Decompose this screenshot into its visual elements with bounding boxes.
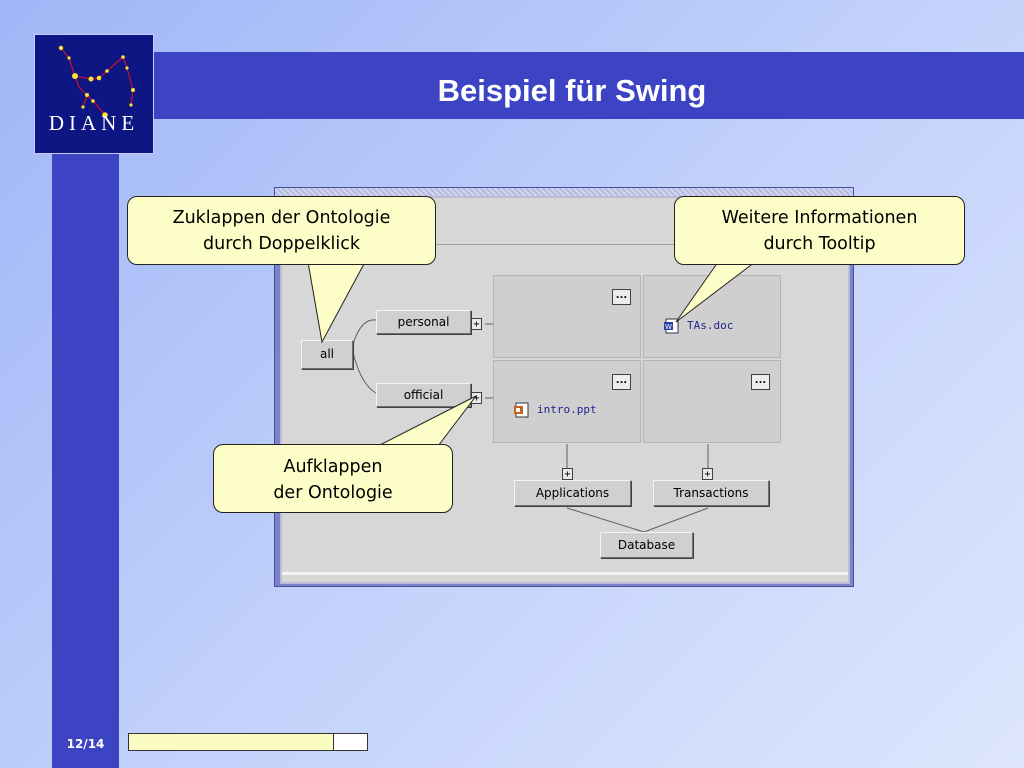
category-node-applications[interactable]: Applications: [514, 480, 631, 506]
title-bar: [52, 52, 1024, 119]
expand-transactions-button[interactable]: +: [702, 468, 713, 480]
callout-line: Weitere Informationen: [721, 208, 918, 228]
callout-line: Aufklappen: [283, 457, 383, 477]
left-accent-bar: [52, 60, 119, 768]
callout-tooltip: Weitere Informationen durch Tooltip: [674, 196, 965, 265]
callout-expand: Aufklappen der Ontologie: [213, 444, 453, 513]
more-button[interactable]: ...: [612, 374, 631, 390]
cell-personal-applications: ...: [493, 275, 641, 358]
logo-text: DIANE: [48, 111, 140, 135]
svg-text:W: W: [665, 323, 672, 331]
callout-line: Zuklappen der Ontologie: [172, 208, 391, 228]
tree-connectors: [351, 319, 709, 533]
callout-line: durch Doppelklick: [203, 234, 360, 254]
diane-logo: DIANE: [34, 34, 154, 154]
panel-bottom-edge: [282, 572, 848, 575]
page-number: 12/14: [66, 737, 105, 751]
more-button[interactable]: ...: [612, 289, 631, 305]
progress-fill: [129, 734, 334, 750]
expand-applications-button[interactable]: +: [562, 468, 573, 480]
callout-collapse: Zuklappen der Ontologie durch Doppelklic…: [127, 196, 436, 265]
tree-node-official[interactable]: official: [376, 383, 471, 407]
category-node-transactions[interactable]: Transactions: [653, 480, 769, 506]
file-label[interactable]: intro.ppt: [537, 403, 597, 416]
slide-progress-bar: [128, 733, 368, 751]
word-document-icon[interactable]: W: [664, 318, 680, 338]
constellation-icon: [58, 45, 135, 118]
more-button[interactable]: ...: [751, 374, 770, 390]
callout-line: durch Tooltip: [763, 234, 876, 254]
file-label[interactable]: TAs.doc: [687, 319, 734, 332]
expand-personal-button[interactable]: +: [471, 318, 482, 330]
powerpoint-document-icon[interactable]: [514, 402, 530, 422]
callout-line: der Ontologie: [273, 483, 393, 503]
ontology-panel: all personal + official + ... W TAs.doc …: [280, 196, 850, 584]
cell-official-transactions: ...: [643, 360, 781, 443]
tree-node-personal[interactable]: personal: [376, 310, 471, 334]
tree-node-all[interactable]: all: [301, 340, 353, 369]
cell-official-applications: ... intro.ppt: [493, 360, 641, 443]
base-node-database[interactable]: Database: [600, 532, 693, 558]
page-title: Beispiel für Swing: [437, 73, 707, 108]
